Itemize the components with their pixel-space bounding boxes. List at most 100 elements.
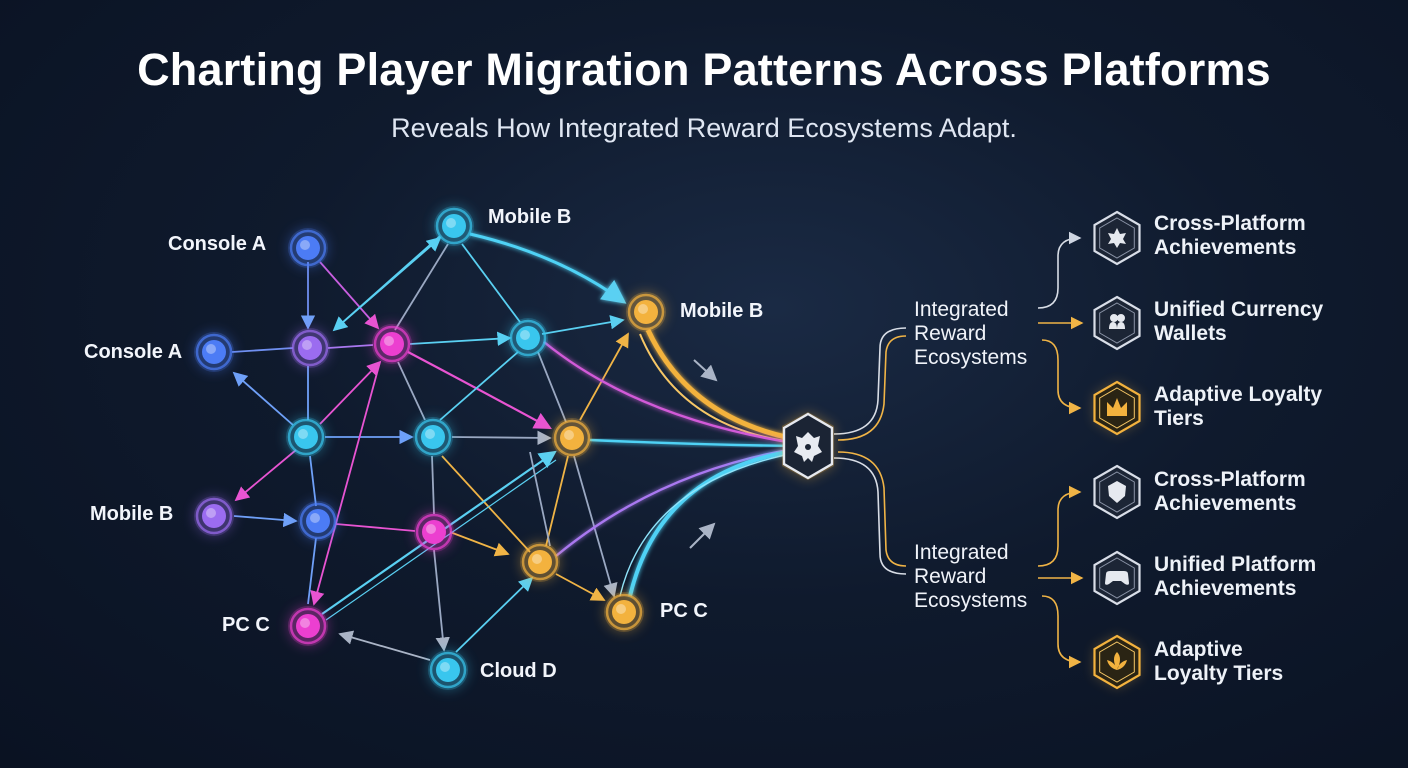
node-label-pc-c-right: PC C [660, 600, 708, 622]
edge [319, 360, 382, 425]
edge [407, 351, 552, 430]
node-highlight [426, 524, 436, 534]
page-subtitle: Reveals How Integrated Reward Ecosystems… [391, 113, 1017, 143]
edge [433, 549, 450, 652]
node-label-mobile-b-right: Mobile B [680, 300, 764, 322]
node-core [298, 336, 322, 360]
reward-badge-1[interactable] [1093, 210, 1141, 266]
node-ring [195, 497, 233, 535]
pointer-arrow [693, 359, 718, 382]
reward-label-adaptive-loyalty-tiers-2: Adaptive Loyalty Tiers [1154, 638, 1284, 685]
node-ring [195, 333, 233, 371]
node-ring [509, 319, 547, 357]
edge [645, 328, 801, 443]
edge [307, 537, 317, 605]
edge [441, 455, 531, 553]
connector [833, 457, 907, 575]
edge [573, 455, 618, 598]
edge [233, 512, 298, 528]
node-core [528, 550, 552, 574]
node-highlight [206, 508, 216, 518]
edge [619, 451, 801, 597]
node-n-gold-1[interactable] [552, 418, 592, 458]
connector [1041, 595, 1082, 669]
connector [1037, 485, 1082, 567]
node-mobile-b-right[interactable] [626, 292, 666, 332]
node-label-pc-c-left: PC C [222, 614, 270, 636]
reward-badge-6[interactable] [1093, 634, 1141, 690]
node-highlight [520, 330, 530, 340]
connector [1037, 231, 1082, 309]
node-label-cloud-d: Cloud D [480, 660, 557, 682]
edge [333, 236, 442, 331]
node-core [634, 300, 658, 324]
node-n-cyan-3[interactable] [413, 417, 453, 457]
edge [439, 351, 519, 421]
node-mobile-b-top[interactable] [434, 206, 474, 246]
node-highlight [425, 429, 435, 439]
reward-badge-5[interactable] [1093, 550, 1141, 606]
node-ring [287, 418, 325, 456]
node-n-magenta-1[interactable] [372, 324, 412, 364]
edge [431, 455, 435, 515]
node-label-mobile-b-left: Mobile B [90, 503, 174, 525]
node-mobile-b-left[interactable] [194, 496, 234, 536]
node-console-a-left[interactable] [194, 332, 234, 372]
edge [529, 451, 551, 547]
reward-badge-3[interactable] [1093, 380, 1141, 436]
node-highlight [310, 513, 320, 523]
edge [589, 438, 801, 448]
pointer-arrow [689, 522, 716, 549]
node-ring [373, 325, 411, 363]
edge [234, 449, 297, 502]
reward-connectors [833, 231, 1084, 669]
edge [338, 630, 431, 661]
hub-label-bottom: Integrated Reward Ecosystems [914, 541, 1027, 613]
node-n-blue-2[interactable] [298, 501, 338, 541]
badge-inner-ring [1099, 641, 1135, 683]
node-core [612, 600, 636, 624]
node-console-a-top[interactable] [288, 228, 328, 268]
node-ring [289, 229, 327, 267]
node-pc-c-right[interactable] [604, 592, 644, 632]
edge [628, 448, 801, 597]
node-highlight [564, 430, 574, 440]
central-hub[interactable] [782, 412, 834, 480]
node-label-mobile-b-top: Mobile B [488, 206, 572, 228]
reward-badge-2[interactable] [1093, 295, 1141, 351]
node-ring [415, 513, 453, 551]
node-cloud-d[interactable] [428, 650, 468, 690]
node-n-gold-2[interactable] [520, 542, 560, 582]
node-highlight [206, 344, 216, 354]
edge [319, 261, 380, 330]
node-n-cyan-2[interactable] [286, 417, 326, 457]
edge [232, 371, 294, 426]
edge [545, 455, 569, 547]
reward-badge-4[interactable] [1093, 464, 1141, 520]
group-icon [1109, 314, 1125, 329]
node-core [202, 340, 226, 364]
hub-label-text: Integrated Reward Ecosystems [914, 298, 1028, 369]
node-ring [553, 419, 591, 457]
node-n-magenta-2[interactable] [414, 512, 454, 552]
node-n-violet-1[interactable] [290, 328, 330, 368]
connector [1041, 339, 1082, 415]
gamepad-icon [1105, 571, 1129, 585]
node-n-cyan-1[interactable] [508, 318, 548, 358]
edge [309, 455, 317, 507]
badge-inner-ring [1099, 471, 1135, 513]
node-highlight [532, 554, 542, 564]
node-core [442, 214, 466, 238]
reward-label-cross-platform-achievements-2: Cross-Platform Achievements [1154, 468, 1306, 515]
edge [579, 332, 629, 421]
node-highlight [300, 618, 310, 628]
node-label-console-a-left: Console A [84, 341, 183, 363]
edge [451, 430, 552, 446]
node-core [202, 504, 226, 528]
edge [231, 347, 294, 353]
reward-badges [1093, 210, 1141, 690]
node-core [422, 520, 446, 544]
node-ring [605, 593, 643, 631]
node-pc-c-left[interactable] [288, 606, 328, 646]
